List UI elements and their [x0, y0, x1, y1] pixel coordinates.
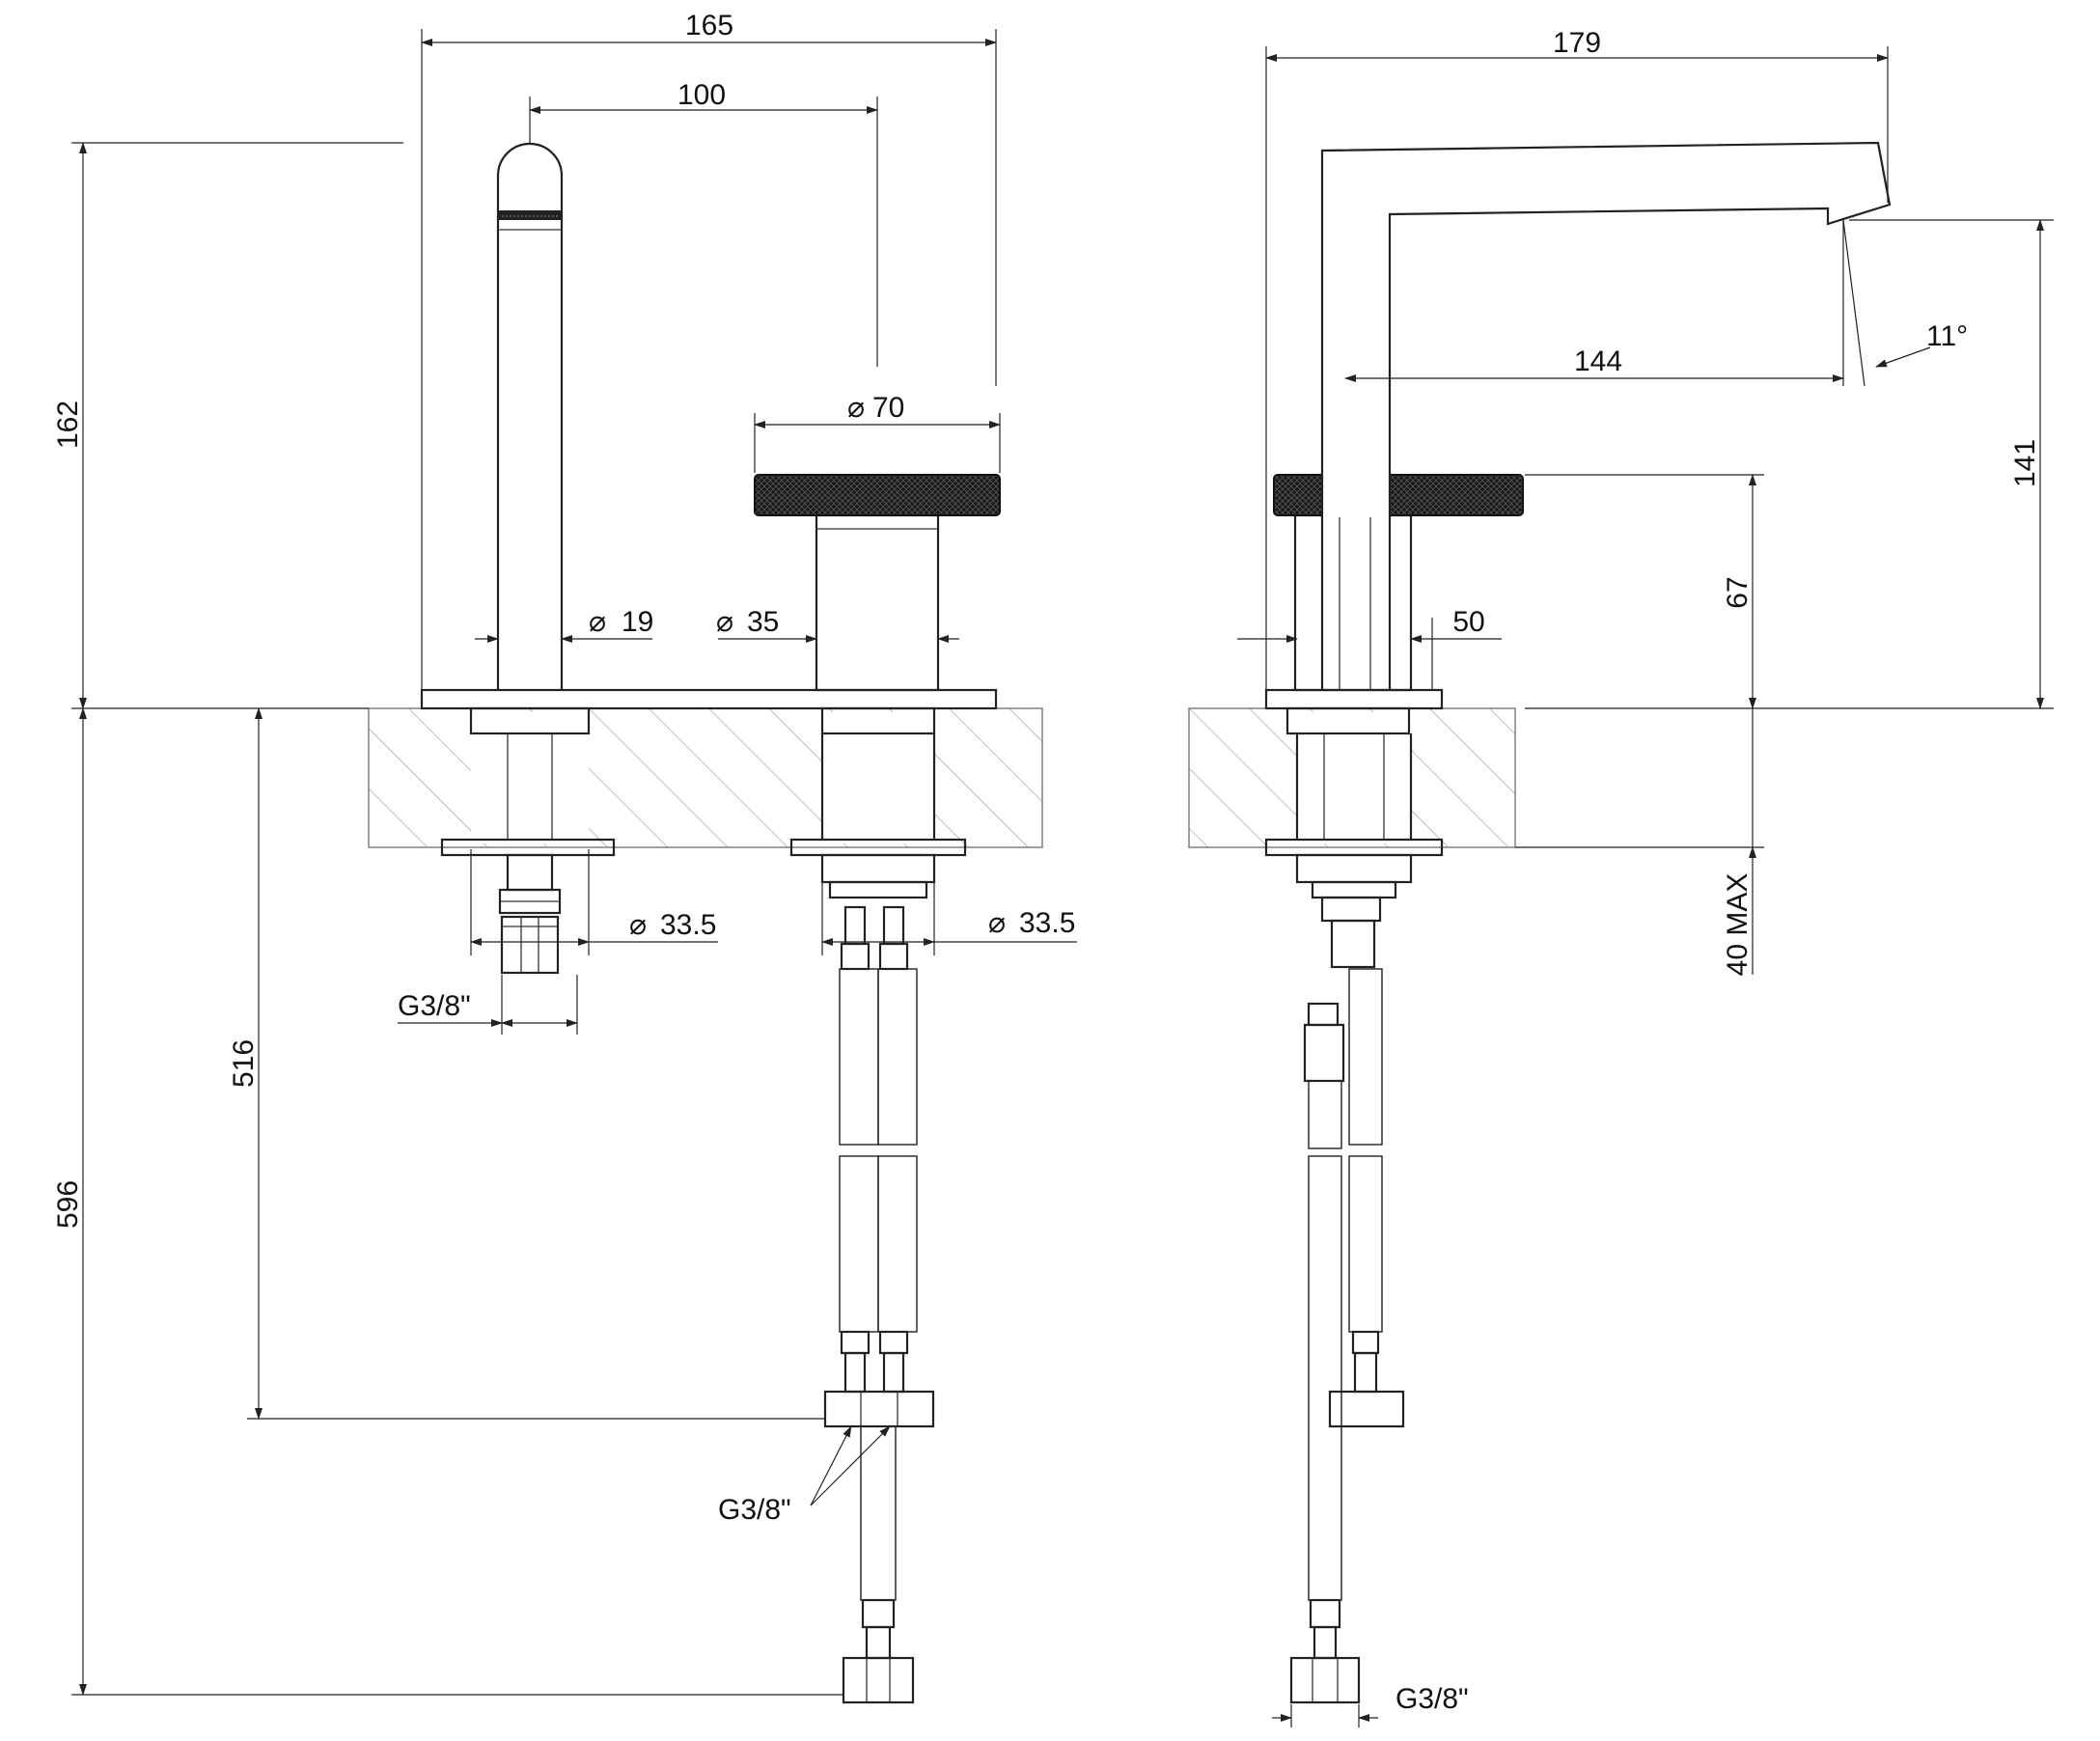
side-handle-knob	[1273, 474, 1524, 516]
dim-141: 141	[2009, 439, 2041, 487]
dim-33-5-spout-symbol: ⌀	[629, 909, 647, 941]
front-handle-knob	[754, 474, 1001, 516]
side-hoses	[1289, 968, 1405, 1704]
front-view: 165 100 ⌀ 70 ⌀ 19 ⌀ 35	[52, 10, 1077, 1704]
dim-596: 596	[52, 1180, 84, 1229]
dim-19: 19	[622, 606, 653, 638]
dim-70: 70	[872, 392, 904, 424]
front-mixer-body	[754, 474, 1001, 692]
front-hose-nut	[823, 1390, 935, 1428]
dim-50: 50	[1452, 606, 1484, 638]
dim-33-5-body-symbol: ⌀	[988, 907, 1006, 939]
dim-35: 35	[747, 606, 779, 638]
front-dimensions: 165 100 ⌀ 70 ⌀ 19 ⌀ 35	[52, 10, 1077, 1696]
dim-516: 516	[228, 1039, 260, 1088]
front-spout	[496, 142, 564, 690]
dim-11-deg: 11°	[1926, 320, 1968, 352]
side-view: 179 144 11° 141 67 40 MAX	[1188, 27, 2054, 1727]
front-deck-section	[368, 707, 1043, 848]
dim-67: 67	[1722, 576, 1754, 608]
dim-40-max: 40 MAX	[1722, 873, 1754, 977]
dim-179: 179	[1553, 27, 1601, 59]
dim-35-symbol: ⌀	[716, 606, 733, 638]
dim-100: 100	[677, 79, 726, 111]
dim-g38-spout: G3/8"	[398, 990, 471, 1022]
dim-19-symbol: ⌀	[589, 606, 606, 638]
dim-70-symbol: ⌀	[847, 392, 865, 424]
dim-144: 144	[1574, 345, 1622, 377]
side-handle	[1273, 473, 1524, 692]
front-base-plate	[420, 688, 998, 710]
front-hoses	[823, 905, 935, 1704]
side-shank	[1264, 706, 1444, 969]
dim-g38-hose-front: G3/8"	[718, 1494, 791, 1526]
dim-162: 162	[52, 401, 84, 449]
side-deck-section	[1188, 707, 1516, 848]
side-hose-nut	[1328, 1390, 1405, 1428]
side-dimensions: 179 144 11° 141 67 40 MAX	[1237, 27, 2054, 1727]
dim-165: 165	[685, 10, 733, 41]
dim-g38-side: G3/8"	[1395, 1683, 1469, 1715]
side-spout	[1320, 141, 1892, 690]
dim-33-5-body: 33.5	[1019, 907, 1075, 939]
side-base-plate	[1264, 688, 1444, 710]
dim-33-5-spout: 33.5	[660, 909, 716, 941]
